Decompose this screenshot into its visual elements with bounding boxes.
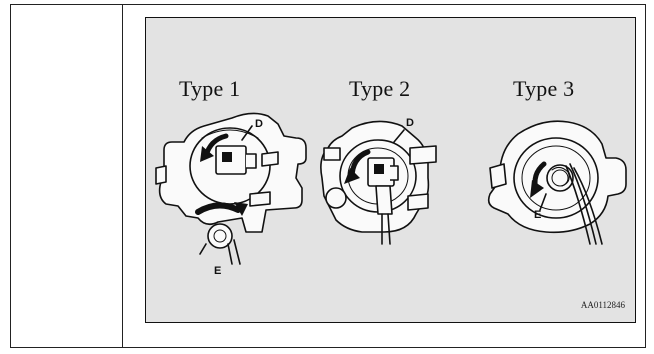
- type-3-label: Type 3: [513, 76, 575, 101]
- figure-code: AA0112846: [580, 300, 625, 310]
- type-1-callout-d: D: [255, 118, 263, 130]
- type-2-label: Type 2: [349, 76, 411, 101]
- type-1-label: Type 1: [179, 76, 241, 101]
- page-frame: [10, 4, 646, 348]
- type-3-lamp-illustration: [487, 120, 627, 245]
- type-3-callout-e: E: [534, 209, 542, 221]
- figure-panel: Type 1 D E Type 2: [145, 17, 636, 323]
- margin-divider: [122, 4, 123, 348]
- type-1-lamp-illustration: [155, 112, 307, 265]
- type-2-callout-d: D: [406, 117, 414, 129]
- type-2-lamp-illustration: [320, 120, 437, 245]
- type-1-callout-e: E: [214, 265, 222, 277]
